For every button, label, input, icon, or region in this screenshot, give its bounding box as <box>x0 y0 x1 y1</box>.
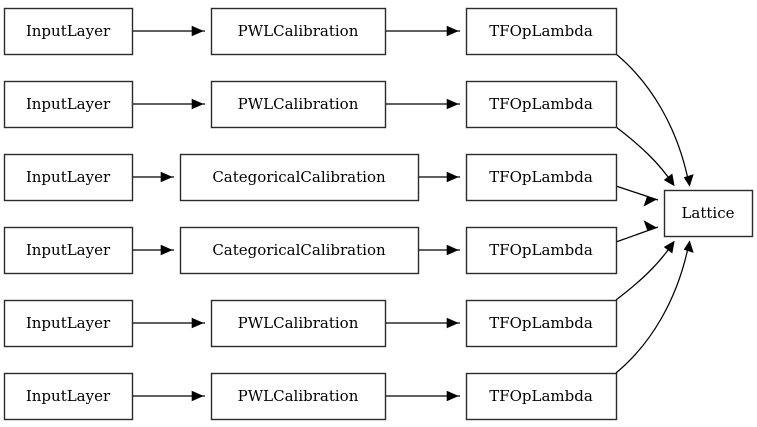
node-tfop_6[interactable]: TFOpLambda <box>465 372 618 421</box>
node-tfop_5-box[interactable] <box>465 299 618 348</box>
node-pwl_6[interactable]: PWLCalibration <box>210 372 387 421</box>
edge-tfop3-lattice-arrowhead-icon <box>643 196 658 207</box>
edge-tfop4-lattice <box>615 220 659 243</box>
edge-pwl5-tfop5 <box>385 317 460 329</box>
node-lattice-box[interactable] <box>663 189 754 238</box>
node-input_2-label: InputLayer <box>26 95 111 113</box>
node-tfop_1-label: TFOpLambda <box>489 22 593 40</box>
node-input_5[interactable]: InputLayer <box>3 299 134 348</box>
edge-input3-cat3-arrowhead-icon <box>160 171 173 183</box>
edge-tfop1-lattice-line <box>615 53 690 185</box>
edge-cat3-tfop3 <box>418 171 460 183</box>
edge-input2-pwl2-arrowhead-icon <box>191 98 204 110</box>
node-pwl_1-label: PWLCalibration <box>238 22 359 40</box>
edge-tfop4-lattice-arrowhead-icon <box>643 220 658 231</box>
node-tfop_5-label: TFOpLambda <box>489 314 593 332</box>
node-input_3-label: InputLayer <box>26 168 111 186</box>
node-pwl_5-label: PWLCalibration <box>238 314 359 332</box>
node-cat_4-label: CategoricalCalibration <box>212 241 386 259</box>
edge-input6-pwl6 <box>132 390 205 402</box>
node-pwl_5-box[interactable] <box>210 299 387 348</box>
edge-input2-pwl2 <box>132 98 205 110</box>
edge-input4-cat4 <box>132 244 174 256</box>
node-tfop_2[interactable]: TFOpLambda <box>465 80 618 129</box>
edges-layer <box>132 25 694 402</box>
node-input_5-box[interactable] <box>3 299 134 348</box>
node-tfop_4-box[interactable] <box>465 226 618 275</box>
edge-tfop5-lattice-arrowhead-icon <box>663 240 675 254</box>
edge-input1-pwl1-arrowhead-icon <box>191 25 204 37</box>
node-cat_3-box[interactable] <box>179 153 420 202</box>
node-tfop_4[interactable]: TFOpLambda <box>465 226 618 275</box>
node-tfop_4-label: TFOpLambda <box>489 241 593 259</box>
edge-pwl2-tfop2-arrowhead-icon <box>446 98 459 110</box>
node-tfop_3-label: TFOpLambda <box>489 168 593 186</box>
edge-tfop6-lattice-line <box>615 242 690 374</box>
edge-input5-pwl5 <box>132 317 205 329</box>
node-tfop_6-label: TFOpLambda <box>489 387 593 405</box>
node-input_4[interactable]: InputLayer <box>3 226 134 275</box>
edge-tfop2-lattice <box>615 126 675 187</box>
node-lattice-label: Lattice <box>681 204 734 222</box>
edge-tfop4-lattice-line <box>615 226 659 243</box>
edge-input4-cat4-arrowhead-icon <box>160 244 173 256</box>
edge-pwl5-tfop5-arrowhead-icon <box>446 317 459 329</box>
node-tfop_2-box[interactable] <box>465 80 618 129</box>
node-pwl_6-box[interactable] <box>210 372 387 421</box>
edge-cat4-tfop4-arrowhead-icon <box>446 244 459 256</box>
node-cat_3[interactable]: CategoricalCalibration <box>179 153 420 202</box>
edge-input5-pwl5-arrowhead-icon <box>191 317 204 329</box>
node-pwl_2-label: PWLCalibration <box>238 95 359 113</box>
node-input_1[interactable]: InputLayer <box>3 7 134 56</box>
edge-input1-pwl1 <box>132 25 205 37</box>
node-pwl_1-box[interactable] <box>210 7 387 56</box>
node-input_3-box[interactable] <box>3 153 134 202</box>
node-input_6-box[interactable] <box>3 372 134 421</box>
edge-input6-pwl6-arrowhead-icon <box>191 390 204 402</box>
edge-tfop1-lattice-arrowhead-icon <box>683 174 694 187</box>
node-input_1-label: InputLayer <box>26 22 111 40</box>
node-pwl_2[interactable]: PWLCalibration <box>210 80 387 129</box>
node-input_6-label: InputLayer <box>26 387 111 405</box>
node-pwl_1[interactable]: PWLCalibration <box>210 7 387 56</box>
node-tfop_1-box[interactable] <box>465 7 618 56</box>
node-lattice[interactable]: Lattice <box>663 189 754 238</box>
node-cat_4-box[interactable] <box>179 226 420 275</box>
node-tfop_1[interactable]: TFOpLambda <box>465 7 618 56</box>
node-input_6[interactable]: InputLayer <box>3 372 134 421</box>
node-input_4-label: InputLayer <box>26 241 111 259</box>
edge-cat3-tfop3-arrowhead-icon <box>446 171 459 183</box>
node-input_4-box[interactable] <box>3 226 134 275</box>
node-tfop_2-label: TFOpLambda <box>489 95 593 113</box>
node-tfop_6-box[interactable] <box>465 372 618 421</box>
node-tfop_3[interactable]: TFOpLambda <box>465 153 618 202</box>
node-pwl_5[interactable]: PWLCalibration <box>210 299 387 348</box>
node-pwl_2-box[interactable] <box>210 80 387 129</box>
edge-pwl2-tfop2 <box>385 98 460 110</box>
node-cat_3-label: CategoricalCalibration <box>212 168 386 186</box>
edge-tfop5-lattice <box>615 240 675 301</box>
node-input_2[interactable]: InputLayer <box>3 80 134 129</box>
node-input_5-label: InputLayer <box>26 314 111 332</box>
node-pwl_6-label: PWLCalibration <box>238 387 359 405</box>
node-cat_4[interactable]: CategoricalCalibration <box>179 226 420 275</box>
node-input_1-box[interactable] <box>3 7 134 56</box>
edge-cat4-tfop4 <box>418 244 460 256</box>
edge-input3-cat3 <box>132 171 174 183</box>
edge-tfop3-lattice <box>615 185 659 207</box>
edge-pwl6-tfop6-arrowhead-icon <box>446 390 459 402</box>
node-tfop_3-box[interactable] <box>465 153 618 202</box>
edge-tfop6-lattice <box>615 240 694 374</box>
edge-tfop6-lattice-arrowhead-icon <box>683 240 694 253</box>
edge-tfop2-lattice-arrowhead-icon <box>663 173 675 187</box>
node-tfop_5[interactable]: TFOpLambda <box>465 299 618 348</box>
edge-tfop1-lattice <box>615 53 694 187</box>
edge-pwl6-tfop6 <box>385 390 460 402</box>
edge-pwl1-tfop1-arrowhead-icon <box>446 25 459 37</box>
node-input_3[interactable]: InputLayer <box>3 153 134 202</box>
edge-pwl1-tfop1 <box>385 25 460 37</box>
node-input_2-box[interactable] <box>3 80 134 129</box>
